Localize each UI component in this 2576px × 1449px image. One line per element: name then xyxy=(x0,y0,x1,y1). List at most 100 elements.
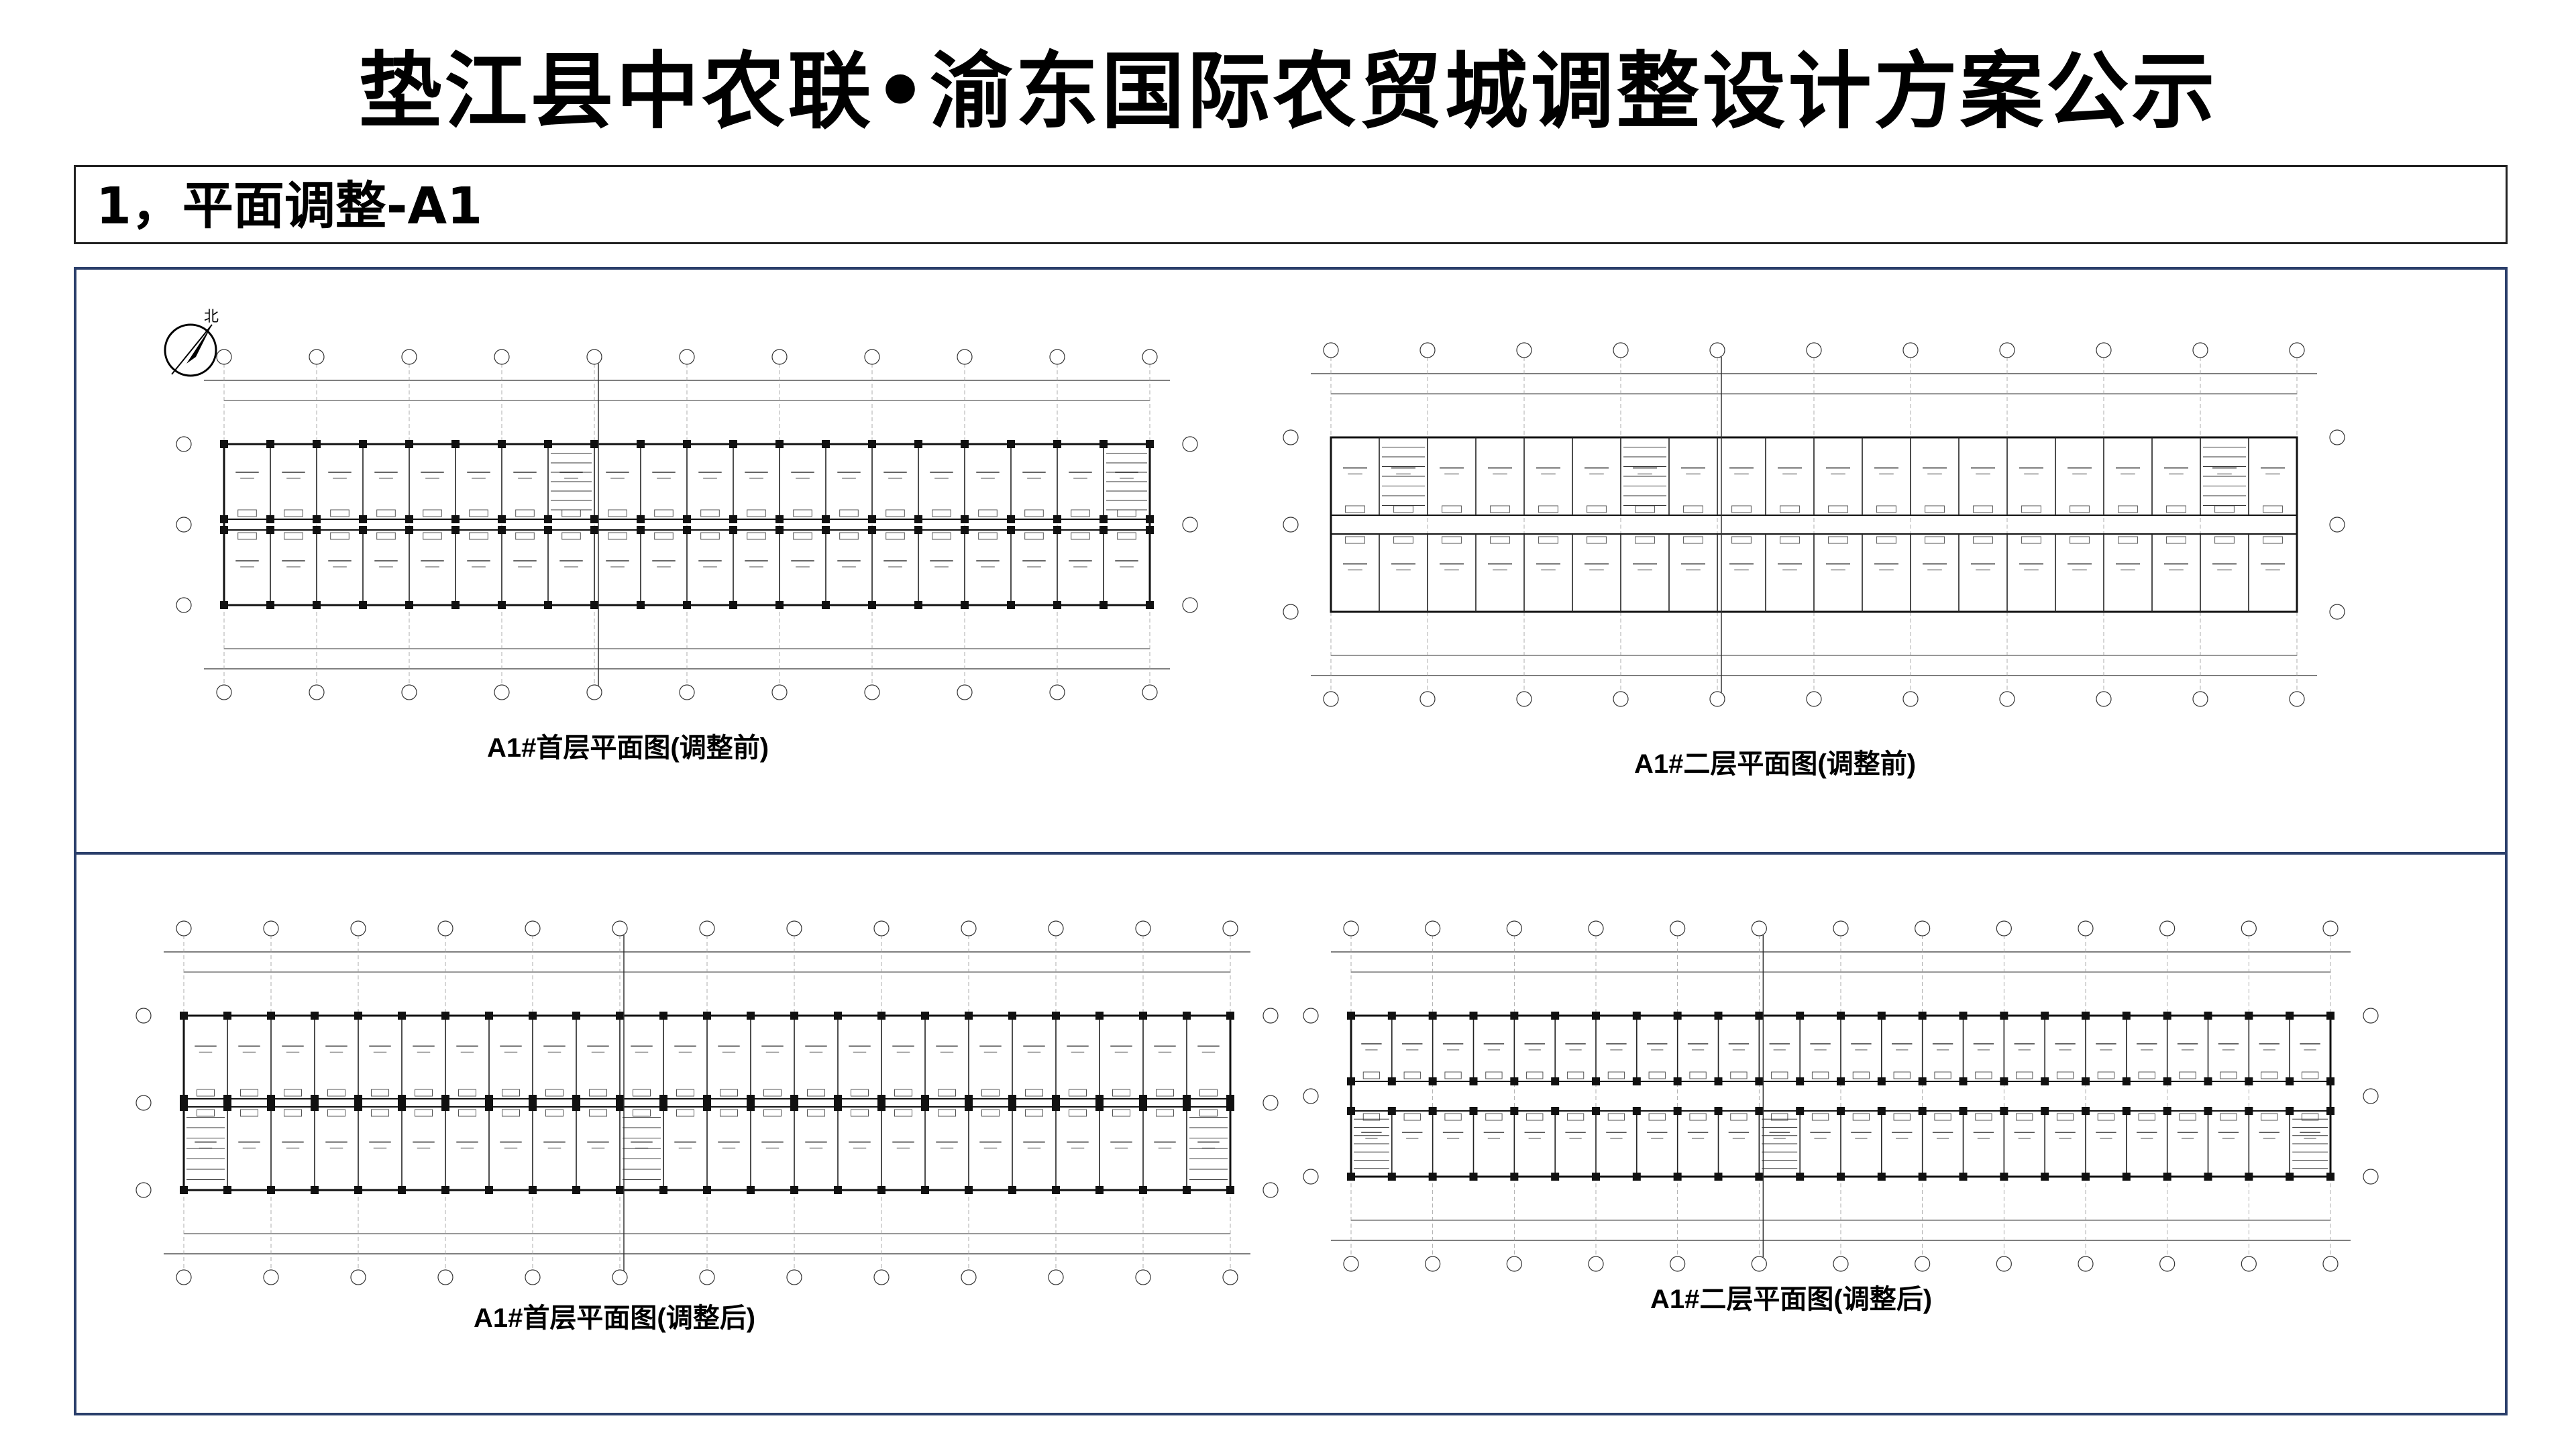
axis-bubble xyxy=(1588,920,1604,936)
structural-column xyxy=(1052,1103,1060,1111)
structural-column xyxy=(485,1012,493,1020)
axis-bubble xyxy=(309,684,325,700)
structural-column xyxy=(1755,1012,1764,1020)
door-mark xyxy=(1780,505,1800,513)
structural-column xyxy=(877,1012,885,1020)
axis-bubble xyxy=(2289,691,2305,707)
axis-bubble xyxy=(1419,691,1436,707)
door-mark xyxy=(2214,536,2235,544)
structural-column xyxy=(2286,1012,2294,1020)
structural-column xyxy=(1877,1173,1886,1181)
structural-column xyxy=(2326,1107,2334,1115)
axis-bubble xyxy=(1419,342,1436,358)
door-mark xyxy=(2016,1071,2033,1079)
structural-column xyxy=(544,515,552,523)
floor-plan-drawing xyxy=(1283,342,2345,707)
axis-bubble xyxy=(1303,1008,1319,1024)
structural-column xyxy=(914,515,922,523)
door-mark xyxy=(423,532,442,540)
door-mark xyxy=(1403,1071,1421,1079)
door-mark xyxy=(1771,1113,1788,1121)
structural-column xyxy=(2204,1012,2212,1020)
axis-bubble xyxy=(1048,1269,1064,1285)
structural-column xyxy=(1837,1077,1845,1085)
door-mark xyxy=(793,532,812,540)
door-mark xyxy=(1852,1071,1870,1079)
structural-column xyxy=(1347,1077,1355,1085)
door-mark xyxy=(1526,1113,1544,1121)
axis-bubble xyxy=(2078,920,2094,936)
axis-bubble xyxy=(525,920,541,936)
structural-column xyxy=(1099,515,1108,523)
axis-bubble xyxy=(1222,920,1238,936)
door-mark xyxy=(197,1089,215,1097)
structural-column xyxy=(1755,1173,1764,1181)
axis-bubble xyxy=(1263,1182,1279,1198)
door-mark xyxy=(978,532,998,540)
structural-column xyxy=(1592,1107,1600,1115)
structural-column xyxy=(1837,1012,1845,1020)
door-mark xyxy=(1893,1071,1911,1079)
structural-column xyxy=(616,1103,624,1111)
axis-bubble xyxy=(1999,691,2015,707)
structural-column xyxy=(1592,1077,1600,1085)
door-mark xyxy=(608,532,627,540)
door-mark xyxy=(1925,505,1945,513)
structural-column xyxy=(1007,601,1015,609)
axis-bubble xyxy=(350,1269,366,1285)
structural-column xyxy=(1673,1077,1682,1085)
axis-bubble xyxy=(401,684,417,700)
axis-bubble xyxy=(1048,920,1064,936)
structural-column xyxy=(544,601,552,609)
structural-column xyxy=(877,1186,885,1194)
door-mark xyxy=(1069,1109,1087,1117)
structural-column xyxy=(683,440,691,448)
axis-bubble xyxy=(1613,342,1629,358)
door-mark xyxy=(1771,1071,1788,1079)
axis-bubble xyxy=(612,920,628,936)
structural-column xyxy=(441,1186,449,1194)
structural-column xyxy=(1428,1012,1437,1020)
door-mark xyxy=(469,509,488,517)
structural-column xyxy=(451,440,460,448)
structural-column xyxy=(683,515,691,523)
door-mark xyxy=(1156,1109,1174,1117)
door-mark xyxy=(676,1089,694,1097)
structural-column xyxy=(1510,1012,1519,1020)
axis-bubble xyxy=(786,920,802,936)
structural-column xyxy=(1959,1077,1968,1085)
door-mark xyxy=(415,1089,433,1097)
structural-column xyxy=(790,1012,798,1020)
door-mark xyxy=(2166,536,2186,544)
structural-column xyxy=(2000,1077,2008,1085)
structural-column xyxy=(2245,1077,2253,1085)
axis-bubble xyxy=(2159,920,2176,936)
door-mark xyxy=(1199,1109,1218,1117)
structural-column xyxy=(1918,1107,1927,1115)
door-mark xyxy=(2263,536,2283,544)
structural-column xyxy=(1007,515,1015,523)
axis-bubble xyxy=(2363,1008,2379,1024)
structural-column xyxy=(914,601,922,609)
structural-column xyxy=(659,1103,667,1111)
structural-column xyxy=(1183,1012,1191,1020)
structural-column xyxy=(398,1103,406,1111)
door-mark xyxy=(676,1109,694,1117)
structural-column xyxy=(1918,1077,1927,1085)
plan-caption-second-after: A1#二层平面图(调整后) xyxy=(1650,1285,1933,1314)
structural-column xyxy=(180,1186,188,1194)
structural-column xyxy=(1714,1012,1723,1020)
structural-column xyxy=(1146,440,1154,448)
door-mark xyxy=(1485,1113,1503,1121)
structural-column xyxy=(1183,1186,1191,1194)
axis-bubble xyxy=(1303,1169,1319,1185)
structural-column xyxy=(1099,601,1108,609)
structural-column xyxy=(2122,1077,2131,1085)
door-mark xyxy=(1731,505,1752,513)
structural-column xyxy=(1673,1107,1682,1115)
structural-column xyxy=(1428,1173,1437,1181)
door-mark xyxy=(938,1109,956,1117)
door-mark xyxy=(2263,505,2283,513)
axis-bubble xyxy=(350,920,366,936)
structural-column xyxy=(683,526,691,534)
